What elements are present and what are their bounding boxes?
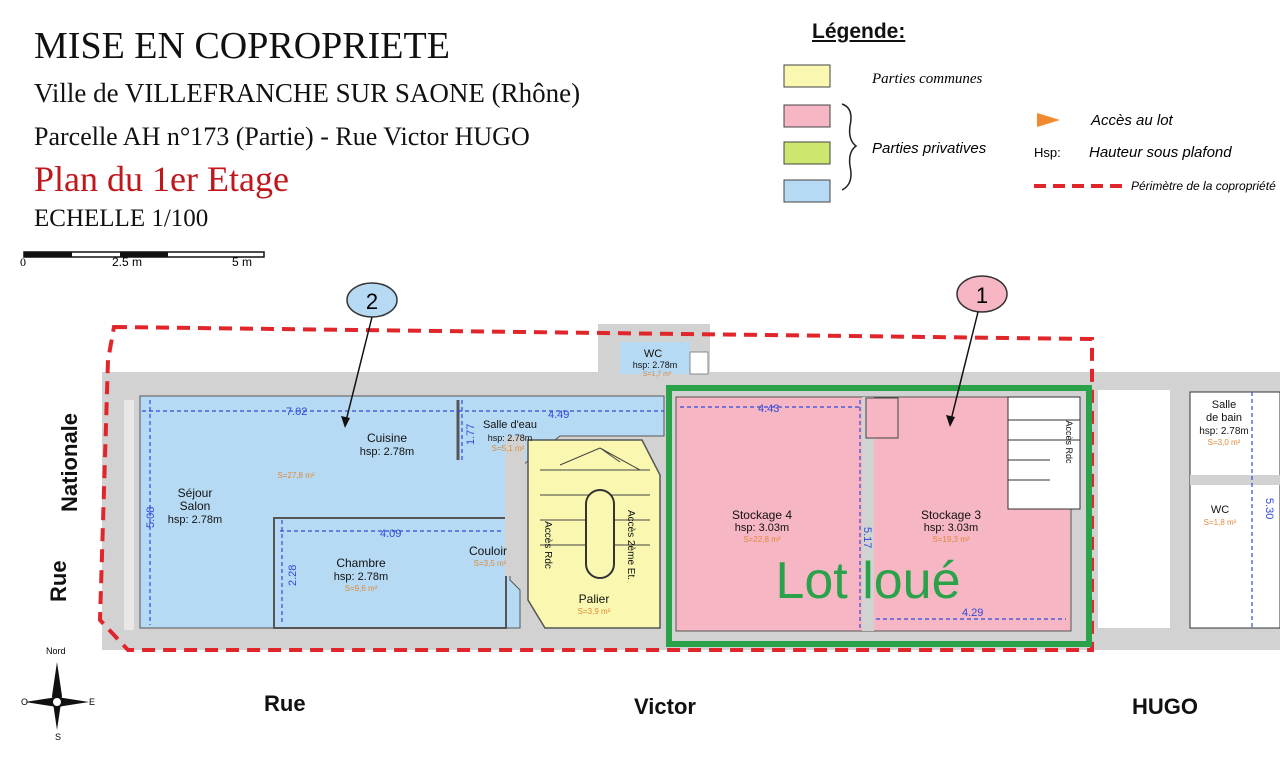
legend-title: Légende: [812,20,906,43]
scale-label: ECHELLE 1/100 [34,205,209,232]
legend-perimeter-label: Périmètre de la copropriété [1131,179,1276,193]
street-nationale: Nationale [57,413,82,512]
legend-communes-label: Parties communes [871,71,983,87]
room-cuisine-hsp: hsp: 2.78m [360,446,414,458]
lot1-number: 1 [976,283,988,308]
scale-tick-0: 0 [20,255,26,269]
dim-702: 7.02 [286,406,307,418]
compass-east: E [89,697,95,707]
floor-title: Plan du 1er Etage [34,159,289,199]
room-wc-right-name: WC [1211,504,1229,516]
room-wc-top-hsp: hsp: 2.78m [633,360,678,370]
common-stair [527,439,661,629]
room-chambre-area: S=9,6 m² [345,584,378,593]
dim-449: 4.49 [548,409,569,421]
room-couloir-area: S=3,5 m² [474,559,507,568]
dim-429: 4.29 [962,607,983,619]
room-palier-area: S=3,9 m² [578,607,611,616]
stair2-acces-rdc: Accès Rdc [1064,420,1074,464]
street-rue-bottom: Rue [264,691,306,716]
compass-rose-icon: Nord S E O [21,646,95,742]
compass-south: S [55,732,61,742]
room-stockage4-name: Stockage 4 [732,508,792,522]
lot-markers: 2 1 [341,275,1008,428]
lot1-marker [956,275,1008,313]
legend-swatch-green [783,141,831,165]
lot1-rooms [675,396,1081,632]
street-rue-left: Rue [46,560,71,602]
parcel-subtitle: Parcelle AH n°173 (Partie) - Rue Victor … [34,122,530,151]
compass-north: Nord [46,646,66,656]
dim-177: 1.77 [465,424,477,445]
room-salle-bain-name2: de bain [1206,412,1242,424]
room-chambre-name: Chambre [336,556,386,570]
room-cuisine-name: Cuisine [367,431,407,445]
legend-swatch-blue [783,179,831,203]
dim-508: 5.08 [145,507,157,528]
room-couloir-name: Couloir [469,544,507,558]
street-hugo: HUGO [1132,694,1198,719]
stair-acces-rdc: Accès Rdc [542,521,553,569]
legend-hsp-abbr: Hsp: [1034,145,1061,160]
dimension-lines [142,392,1253,628]
room-sejour-hsp: hsp: 2.78m [168,514,222,526]
room-stockage3-area: S=19,3 m² [932,535,969,544]
room-chambre-hsp: hsp: 2.78m [334,571,388,583]
dim-409: 4.09 [380,528,401,540]
room-wc-top-name: WC [644,348,662,360]
dim-530: 5.30 [1263,498,1275,519]
scale-bar: 0 2.5 m 5 m [20,251,265,269]
dim-443: 4.43 [758,403,779,415]
legend-access-label: Accès au lot [1090,112,1174,129]
legend-brace [841,103,858,191]
room-stockage3-hsp: hsp: 3.03m [924,522,978,534]
room-salle-bain-area: S=3,0 m² [1208,438,1241,447]
scale-tick-25: 2.5 m [112,255,142,269]
legend-swatch-communes [783,64,831,88]
room-wc-right-area: S=1,8 m² [1204,518,1237,527]
legend-swatch-pink [783,104,831,128]
compass-west: O [21,697,28,707]
room-stockage3-name: Stockage 3 [921,508,981,522]
legend-hsp-label: Hauteur sous plafond [1089,144,1232,161]
city-subtitle: Ville de VILLEFRANCHE SUR SAONE (Rhône) [34,78,581,108]
room-stockage4-hsp: hsp: 3.03m [735,522,789,534]
rented-lot-label: Lot loué [775,552,960,610]
room-salle-eau-hsp: hsp: 2.78m [488,433,533,443]
perimeter-outline [97,324,1094,652]
stair-acces-2eme: Accès 2ème Et. [625,510,636,580]
lot2-number: 2 [366,289,378,314]
room-salle-bain-hsp: hsp: 2.78m [1199,426,1248,437]
room-salle-eau-area: S=5,1 m² [492,444,525,453]
street-victor: Victor [634,694,696,719]
scale-tick-5: 5 m [232,255,252,269]
legend-privatives-label: Parties privatives [872,140,987,157]
rented-lot-border [666,385,1092,647]
plan-title-main: MISE EN COPROPRIETE [34,25,450,67]
access-arrow-icon [1037,113,1060,127]
room-wc-top-area: S=1,7 m² [643,371,672,378]
legend: Parties communes Parties privatives Accè… [783,64,1276,203]
dim-517: 5.17 [861,527,873,548]
neighbour-rooms [1098,390,1280,629]
room-palier-name: Palier [579,592,610,606]
room-sejour-name2: Salon [180,499,211,513]
room-sejour-name1: Séjour [178,486,213,500]
room-cuisine-area: S=27,8 m² [277,471,314,480]
dim-228: 2.28 [287,565,299,586]
room-salle-bain-name1: Salle [1212,399,1236,411]
room-stockage4-area: S=22,8 m² [743,535,780,544]
room-salle-eau-name: Salle d'eau [483,419,537,431]
